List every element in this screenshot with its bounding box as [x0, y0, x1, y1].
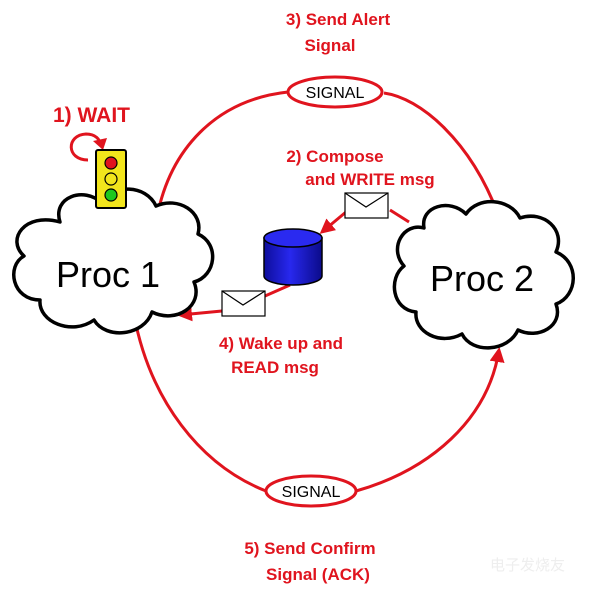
confirm-signal-arrow	[132, 314, 499, 493]
alert-signal-arrow	[157, 90, 500, 217]
read-msg-line	[264, 283, 291, 298]
step5-label-line1: 5) Send Confirm	[244, 539, 375, 558]
step5-label-line2: Signal (ACK)	[266, 565, 370, 584]
write-msg-line	[389, 208, 410, 224]
step2-label-line2: and WRITE msg	[305, 170, 434, 189]
proc1-cloud: Proc 1	[12, 187, 215, 335]
proc1-label: Proc 1	[56, 254, 160, 295]
bottom-signal-label: SIGNAL	[282, 484, 341, 501]
envelope-icon	[221, 290, 266, 317]
write-msg-arrow	[319, 210, 347, 234]
bottom-signal: SIGNAL	[264, 474, 358, 508]
proc2-label: Proc 2	[430, 258, 534, 299]
step1-label: 1) WAIT	[53, 104, 130, 127]
step3-label-line1: 3) Send Alert	[286, 10, 391, 29]
watermark: 电子发烧友	[490, 556, 565, 574]
step4-label-line1: 4) Wake up and	[219, 334, 343, 353]
read-msg-arrow	[177, 306, 223, 322]
top-signal-label: SIGNAL	[306, 85, 365, 102]
step2-label-line1: 2) Compose	[286, 147, 383, 166]
proc2-cloud: Proc 2	[392, 199, 575, 350]
step4-label-line2: READ msg	[231, 358, 319, 377]
traffic-light-icon	[95, 149, 127, 209]
envelope-icon	[344, 192, 389, 219]
step3-label-line2: Signal	[304, 36, 355, 55]
database-cylinder-icon	[263, 228, 323, 286]
top-signal: SIGNAL	[286, 75, 384, 109]
loop-arrow-icon	[69, 132, 107, 162]
